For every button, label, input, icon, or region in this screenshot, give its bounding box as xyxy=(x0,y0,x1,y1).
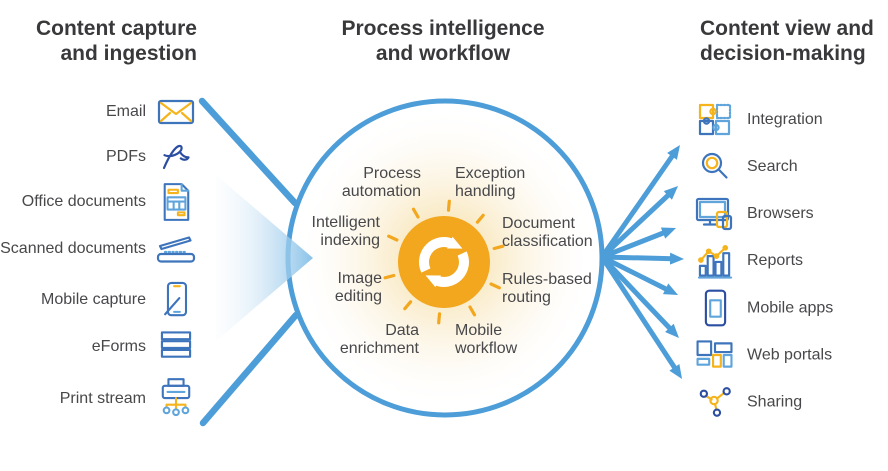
refresh-arrows-icon xyxy=(419,236,469,288)
capture-item-scanner: Scanned documents xyxy=(0,235,196,263)
scanner-icon xyxy=(156,235,196,263)
process-capability-line: Document xyxy=(502,215,575,232)
item-label: Print stream xyxy=(59,390,146,407)
process-column-title: Process intelligence and workflow xyxy=(341,17,545,65)
item-label: Mobile capture xyxy=(41,291,146,308)
flow-arrow-sharing xyxy=(599,254,683,379)
view-item-search: Search xyxy=(695,150,798,184)
flow-arrow-search xyxy=(599,185,679,260)
item-label: PDFs xyxy=(106,148,146,165)
item-label: Web portals xyxy=(747,346,833,363)
item-label: Email xyxy=(105,103,146,120)
process-capability-line: handling xyxy=(455,182,516,200)
process-capability-line: Rules-based xyxy=(502,271,592,288)
flow-arrow-browsers xyxy=(599,227,677,260)
item-label: Office documents xyxy=(21,193,146,210)
ingest-arrow-triangle xyxy=(216,175,313,341)
view-item-browsers: Browsers xyxy=(695,197,814,231)
email-icon xyxy=(156,98,196,126)
item-label: Search xyxy=(747,158,798,175)
view-item-integration: Integration xyxy=(695,102,823,138)
capture-item-print-stream: Print stream xyxy=(0,377,196,421)
view-item-web-portals: Web portals xyxy=(695,340,832,371)
search-icon xyxy=(695,150,735,184)
pdf-icon xyxy=(156,140,196,174)
mobile-capture-icon xyxy=(156,281,196,319)
view-item-sharing: Sharing xyxy=(695,386,802,419)
view-column-title: Content view and decision-making xyxy=(700,17,874,65)
mobile-apps-icon xyxy=(695,289,735,328)
sharing-icon xyxy=(695,386,735,419)
capture-item-email: Email xyxy=(0,98,196,126)
print-stream-icon xyxy=(156,377,196,421)
ingest-line-bottom xyxy=(199,311,300,427)
item-label: eForms xyxy=(91,338,146,355)
reports-icon xyxy=(695,243,735,279)
refresh-cycle-icon xyxy=(398,216,490,308)
eforms-icon xyxy=(156,329,196,365)
process-capability-line: Image xyxy=(337,270,382,287)
item-label: Integration xyxy=(747,111,823,128)
process-capability-line: Intelligent xyxy=(311,214,381,231)
integration-icon xyxy=(695,102,735,138)
process-capability-line: routing xyxy=(502,288,551,306)
browsers-icon xyxy=(695,197,735,231)
capture-item-eforms: eForms xyxy=(0,329,196,365)
item-label: Mobile apps xyxy=(747,299,834,316)
sun-rays xyxy=(383,199,505,325)
flow-arrow-reports xyxy=(599,252,684,265)
process-capability-line: automation xyxy=(341,182,421,200)
ingest-line-top xyxy=(198,97,299,207)
process-capability-line: workflow xyxy=(455,339,518,357)
process-capability-line: enrichment xyxy=(339,339,419,357)
flow-arrow-mobile-apps xyxy=(599,254,679,296)
office-doc-icon xyxy=(156,182,196,222)
item-label: Browsers xyxy=(747,205,814,222)
web-portals-icon xyxy=(695,340,735,371)
process-capability-line: Process xyxy=(363,165,421,182)
item-label: Scanned documents xyxy=(0,240,146,257)
process-capability-line: Mobile xyxy=(455,322,503,339)
process-capability-line: Data xyxy=(385,322,419,339)
process-capability-line: indexing xyxy=(320,231,380,249)
view-item-mobile-apps: Mobile apps xyxy=(695,289,833,328)
flow-arrow-web-portals xyxy=(599,254,679,338)
capture-item-mobile-capture: Mobile capture xyxy=(0,281,196,319)
process-capability-line: classification xyxy=(502,232,593,250)
flow-arrow-integration xyxy=(599,144,680,260)
item-label: Sharing xyxy=(747,393,803,410)
capture-item-office-doc: Office documents xyxy=(0,182,196,222)
process-capability-line: editing xyxy=(334,287,382,305)
item-label: Reports xyxy=(747,252,804,269)
output-arrows xyxy=(599,144,684,379)
capture-item-pdf: PDFs xyxy=(0,140,196,174)
capture-column-title: Content capture and ingestion xyxy=(35,17,197,65)
view-item-reports: Reports xyxy=(695,243,803,279)
process-capability-line: Exception xyxy=(455,165,526,182)
